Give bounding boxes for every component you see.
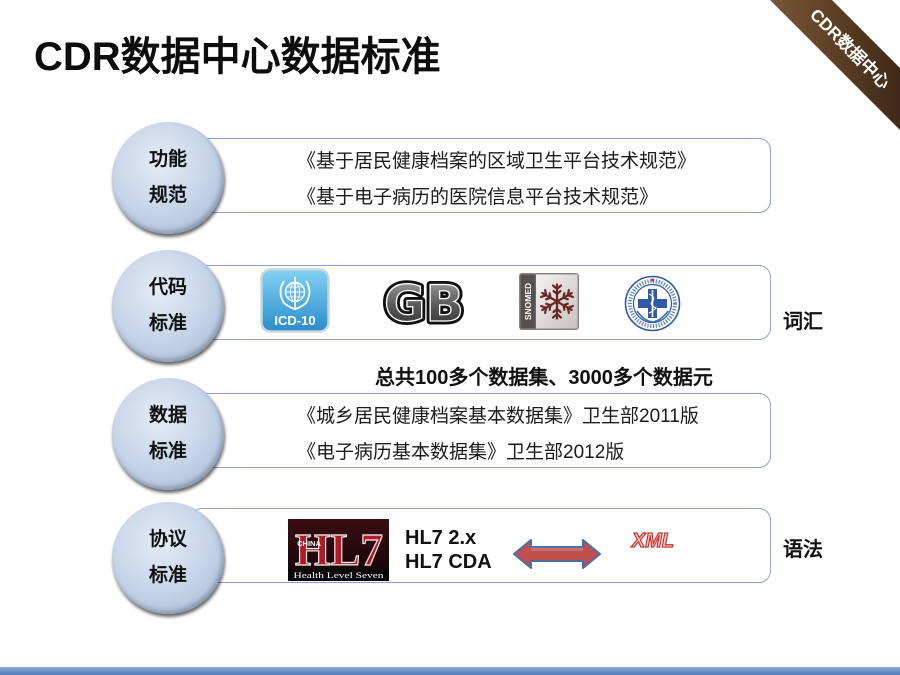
hl7-logo-mark: HL7 — [295, 524, 383, 575]
footer-bar — [0, 667, 900, 675]
hl7-china-logo: HL7 CHINA Health Level Seven — [288, 519, 389, 581]
icd-10-logo-text: ICD-10 — [274, 313, 315, 328]
snowflake-icon — [539, 283, 575, 320]
data-standard-panel: 《城乡居民健康档案基本数据集》卫生部2011版 《电子病历基本数据集》卫生部20… — [190, 393, 771, 468]
gb-national-standard-logo: GB GB — [381, 276, 468, 328]
side-label-syntax: 语法 — [783, 539, 823, 561]
category-badge-functional: 功能 规范 — [112, 122, 224, 234]
snomed-logo-text: SNOMED — [523, 283, 533, 320]
panel-line: 《城乡居民健康档案基本数据集》卫生部2011版 — [297, 406, 699, 427]
badge-label-line2: 标准 — [148, 313, 187, 334]
badge-label-line2: 标准 — [148, 565, 187, 586]
badge-label-line1: 功能 — [148, 149, 187, 170]
hl7-logo-country: CHINA — [297, 539, 321, 548]
protocol-hl7-v2: HL7 2.x — [405, 527, 477, 549]
side-label-vocabulary: 词汇 — [783, 311, 823, 333]
hl7-logo-tagline: Health Level Seven — [294, 570, 385, 580]
xml-wordart: XML — [630, 529, 674, 552]
functional-spec-panel: 《基于居民健康档案的区域卫生平台技术规范》 《基于电子病历的医院信息平台技术规范… — [190, 138, 771, 213]
health-ministry-emblem — [624, 275, 681, 332]
protocol-hl7-cda: HL7 CDA — [405, 551, 492, 573]
panel-line: 《基于电子病历的医院信息平台技术规范》 — [297, 187, 659, 208]
gb-logo-outline: GB — [384, 276, 464, 328]
slide-title: CDR数据中心数据标准 — [34, 35, 441, 79]
category-badge-code: 代码 标准 — [112, 250, 224, 362]
medical-cross-icon — [636, 289, 669, 323]
corner-ribbon: CDR数据中心 — [770, 0, 900, 130]
category-badge-data: 数据 标准 — [112, 378, 224, 490]
icd-10-logo: ICD-10 — [260, 268, 330, 333]
badge-label-line1: 数据 — [148, 405, 187, 426]
panel-line: 《基于居民健康档案的区域卫生平台技术规范》 — [297, 151, 697, 172]
xml-label: XML — [631, 530, 674, 552]
corner-ribbon-band — [770, 0, 900, 130]
gb-logo-letters: GB — [384, 276, 464, 328]
badge-label-line1: 协议 — [148, 529, 187, 550]
bidirectional-arrow-icon — [513, 539, 601, 569]
dataset-summary: 总共100多个数据集、3000多个数据元 — [375, 367, 713, 389]
badge-label-line2: 标准 — [148, 441, 187, 462]
who-emblem-icon — [279, 277, 311, 310]
panel-line: 《电子病历基本数据集》卫生部2012版 — [297, 442, 625, 463]
badge-label-line2: 规范 — [148, 185, 187, 206]
category-badge-protocol: 协议 标准 — [112, 502, 224, 614]
badge-label-line1: 代码 — [148, 277, 187, 298]
snomed-logo: SNOMED — [519, 273, 579, 330]
